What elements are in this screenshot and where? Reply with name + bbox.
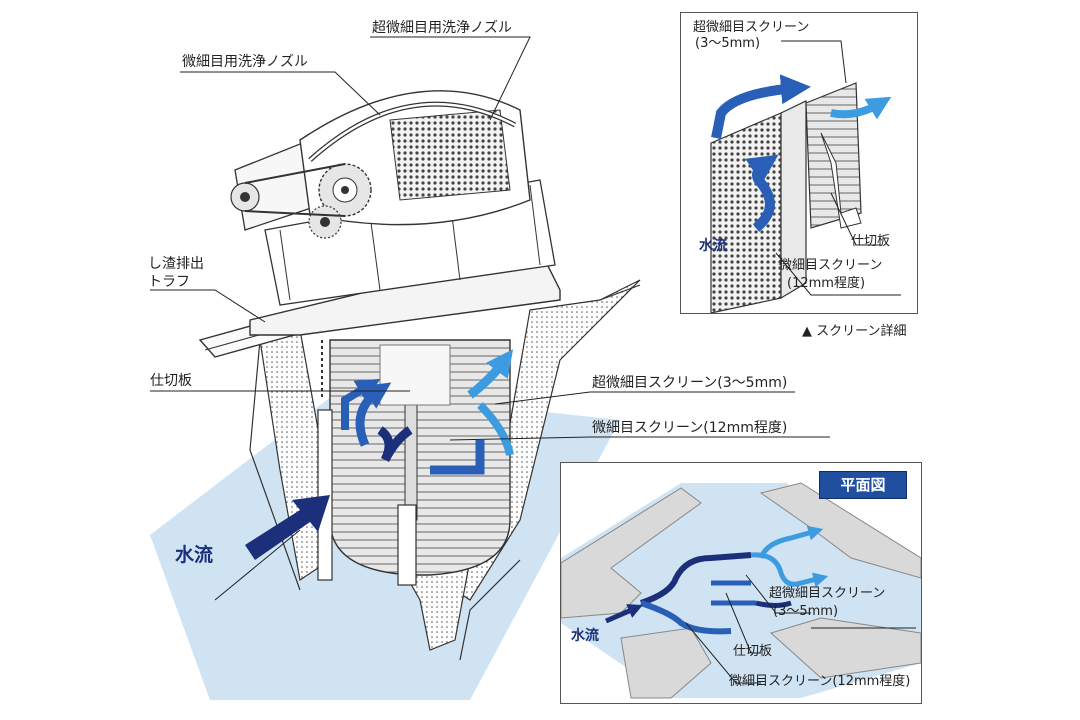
flow-arrow-out-top xyxy=(467,349,514,399)
leader-trough xyxy=(150,289,266,323)
drive-belt xyxy=(244,163,346,217)
plan-label-partition: 仕切板 xyxy=(733,644,773,659)
plan-wall-bottom-left xyxy=(620,627,712,699)
drum-arch-inner xyxy=(309,102,516,161)
label-trough: し渣排出 トラフ xyxy=(148,256,204,290)
label-fine-screen: 微細目スクリーン(12mm程度) xyxy=(592,420,788,436)
plan-inflow-arrow xyxy=(605,604,643,624)
detail-flow-arrow-out xyxy=(830,96,892,120)
detail-label-ultra-fine-size: (3〜5mm) xyxy=(695,36,761,51)
detail-flow-arrow-top xyxy=(711,74,811,139)
inflow-arrow xyxy=(245,495,330,560)
plan-panel: 平面図 超微細目スクリーン (3〜5mm) 仕切板 微細目スクリーン(12mm程… xyxy=(560,462,922,704)
flow-arrow-lower xyxy=(430,440,485,475)
leader-ultra-fine-screen xyxy=(494,391,795,405)
plan-label-water-flow: 水流 xyxy=(571,628,599,644)
leader-fine-nozzle xyxy=(180,71,381,116)
detail-leader-ultra xyxy=(781,40,847,84)
plan-flow-out-2 xyxy=(758,525,824,559)
guide-post-mid xyxy=(397,504,417,586)
label-ultra-fine-screen: 超微細目スクリーン(3〜5mm) xyxy=(592,375,788,391)
inflow-leader xyxy=(214,529,301,601)
detail-label-partition: 仕切板 xyxy=(851,234,891,249)
plan-flow-upper xyxy=(640,552,752,606)
flow-arrow-right-up xyxy=(477,402,514,456)
leader-fine-screen xyxy=(449,436,830,441)
label-water-flow: 水流 xyxy=(175,544,214,566)
drum-mesh xyxy=(389,109,511,201)
label-fine-nozzle: 微細目用洗浄ノズル xyxy=(182,54,308,70)
plan-flow-out-1 xyxy=(750,552,829,588)
detail-illustration xyxy=(710,40,901,313)
guide-post-left xyxy=(317,409,333,581)
plan-flow-mid xyxy=(711,580,756,606)
detail-label-ultra-fine: 超微細目スクリーン xyxy=(693,20,810,35)
plan-wall-bottom-right xyxy=(770,617,921,679)
flow-arrow-top-left xyxy=(341,378,381,430)
detail-label-fine-size: (12mm程度) xyxy=(787,276,866,291)
label-partition: 仕切板 xyxy=(150,373,192,389)
plan-flow-lower xyxy=(640,600,732,635)
plan-leader-ultra xyxy=(745,574,811,614)
detail-leader-fine xyxy=(775,252,901,296)
plan-leader-partition xyxy=(725,592,761,654)
flow-arrow-y-split xyxy=(377,426,413,463)
plan-label-ultra-fine: 超微細目スクリーン xyxy=(769,586,886,601)
plan-wall-left xyxy=(561,487,702,619)
plan-leader-fine xyxy=(685,622,761,684)
detail-flow-arrow-mid xyxy=(745,154,779,232)
detail-label-water-flow: 水流 xyxy=(699,238,727,254)
plan-flow-out-3 xyxy=(755,600,792,608)
plan-label-fine: 微細目スクリーン(12mm程度) xyxy=(729,674,911,689)
detail-caption: ▲ スクリーン詳細 xyxy=(802,324,907,339)
detail-label-fine: 微細目スクリーン xyxy=(779,258,883,273)
detail-frame-side xyxy=(780,100,807,300)
detail-partition-plate xyxy=(820,132,862,229)
gear-small xyxy=(230,182,260,212)
screen-inner-white xyxy=(379,344,451,406)
gear-lower xyxy=(308,205,342,239)
leader-ultra-fine-nozzle xyxy=(370,36,531,121)
plan-label-ultra-fine-size: (3〜5mm) xyxy=(773,604,839,619)
label-ultra-fine-nozzle: 超微細目用洗浄ノズル xyxy=(372,20,512,36)
frame-post-4 xyxy=(529,184,541,266)
plan-badge: 平面図 xyxy=(819,471,907,499)
frame-post-2 xyxy=(369,214,381,291)
detail-ultra-fine-screen xyxy=(805,82,862,229)
detail-panel: 超微細目スクリーン (3〜5mm) 水流 仕切板 微細目スクリーン (12mm程… xyxy=(680,12,918,314)
plan-illustration xyxy=(561,482,921,699)
detail-leader-partition xyxy=(830,192,881,246)
frame-post-1 xyxy=(279,229,291,301)
